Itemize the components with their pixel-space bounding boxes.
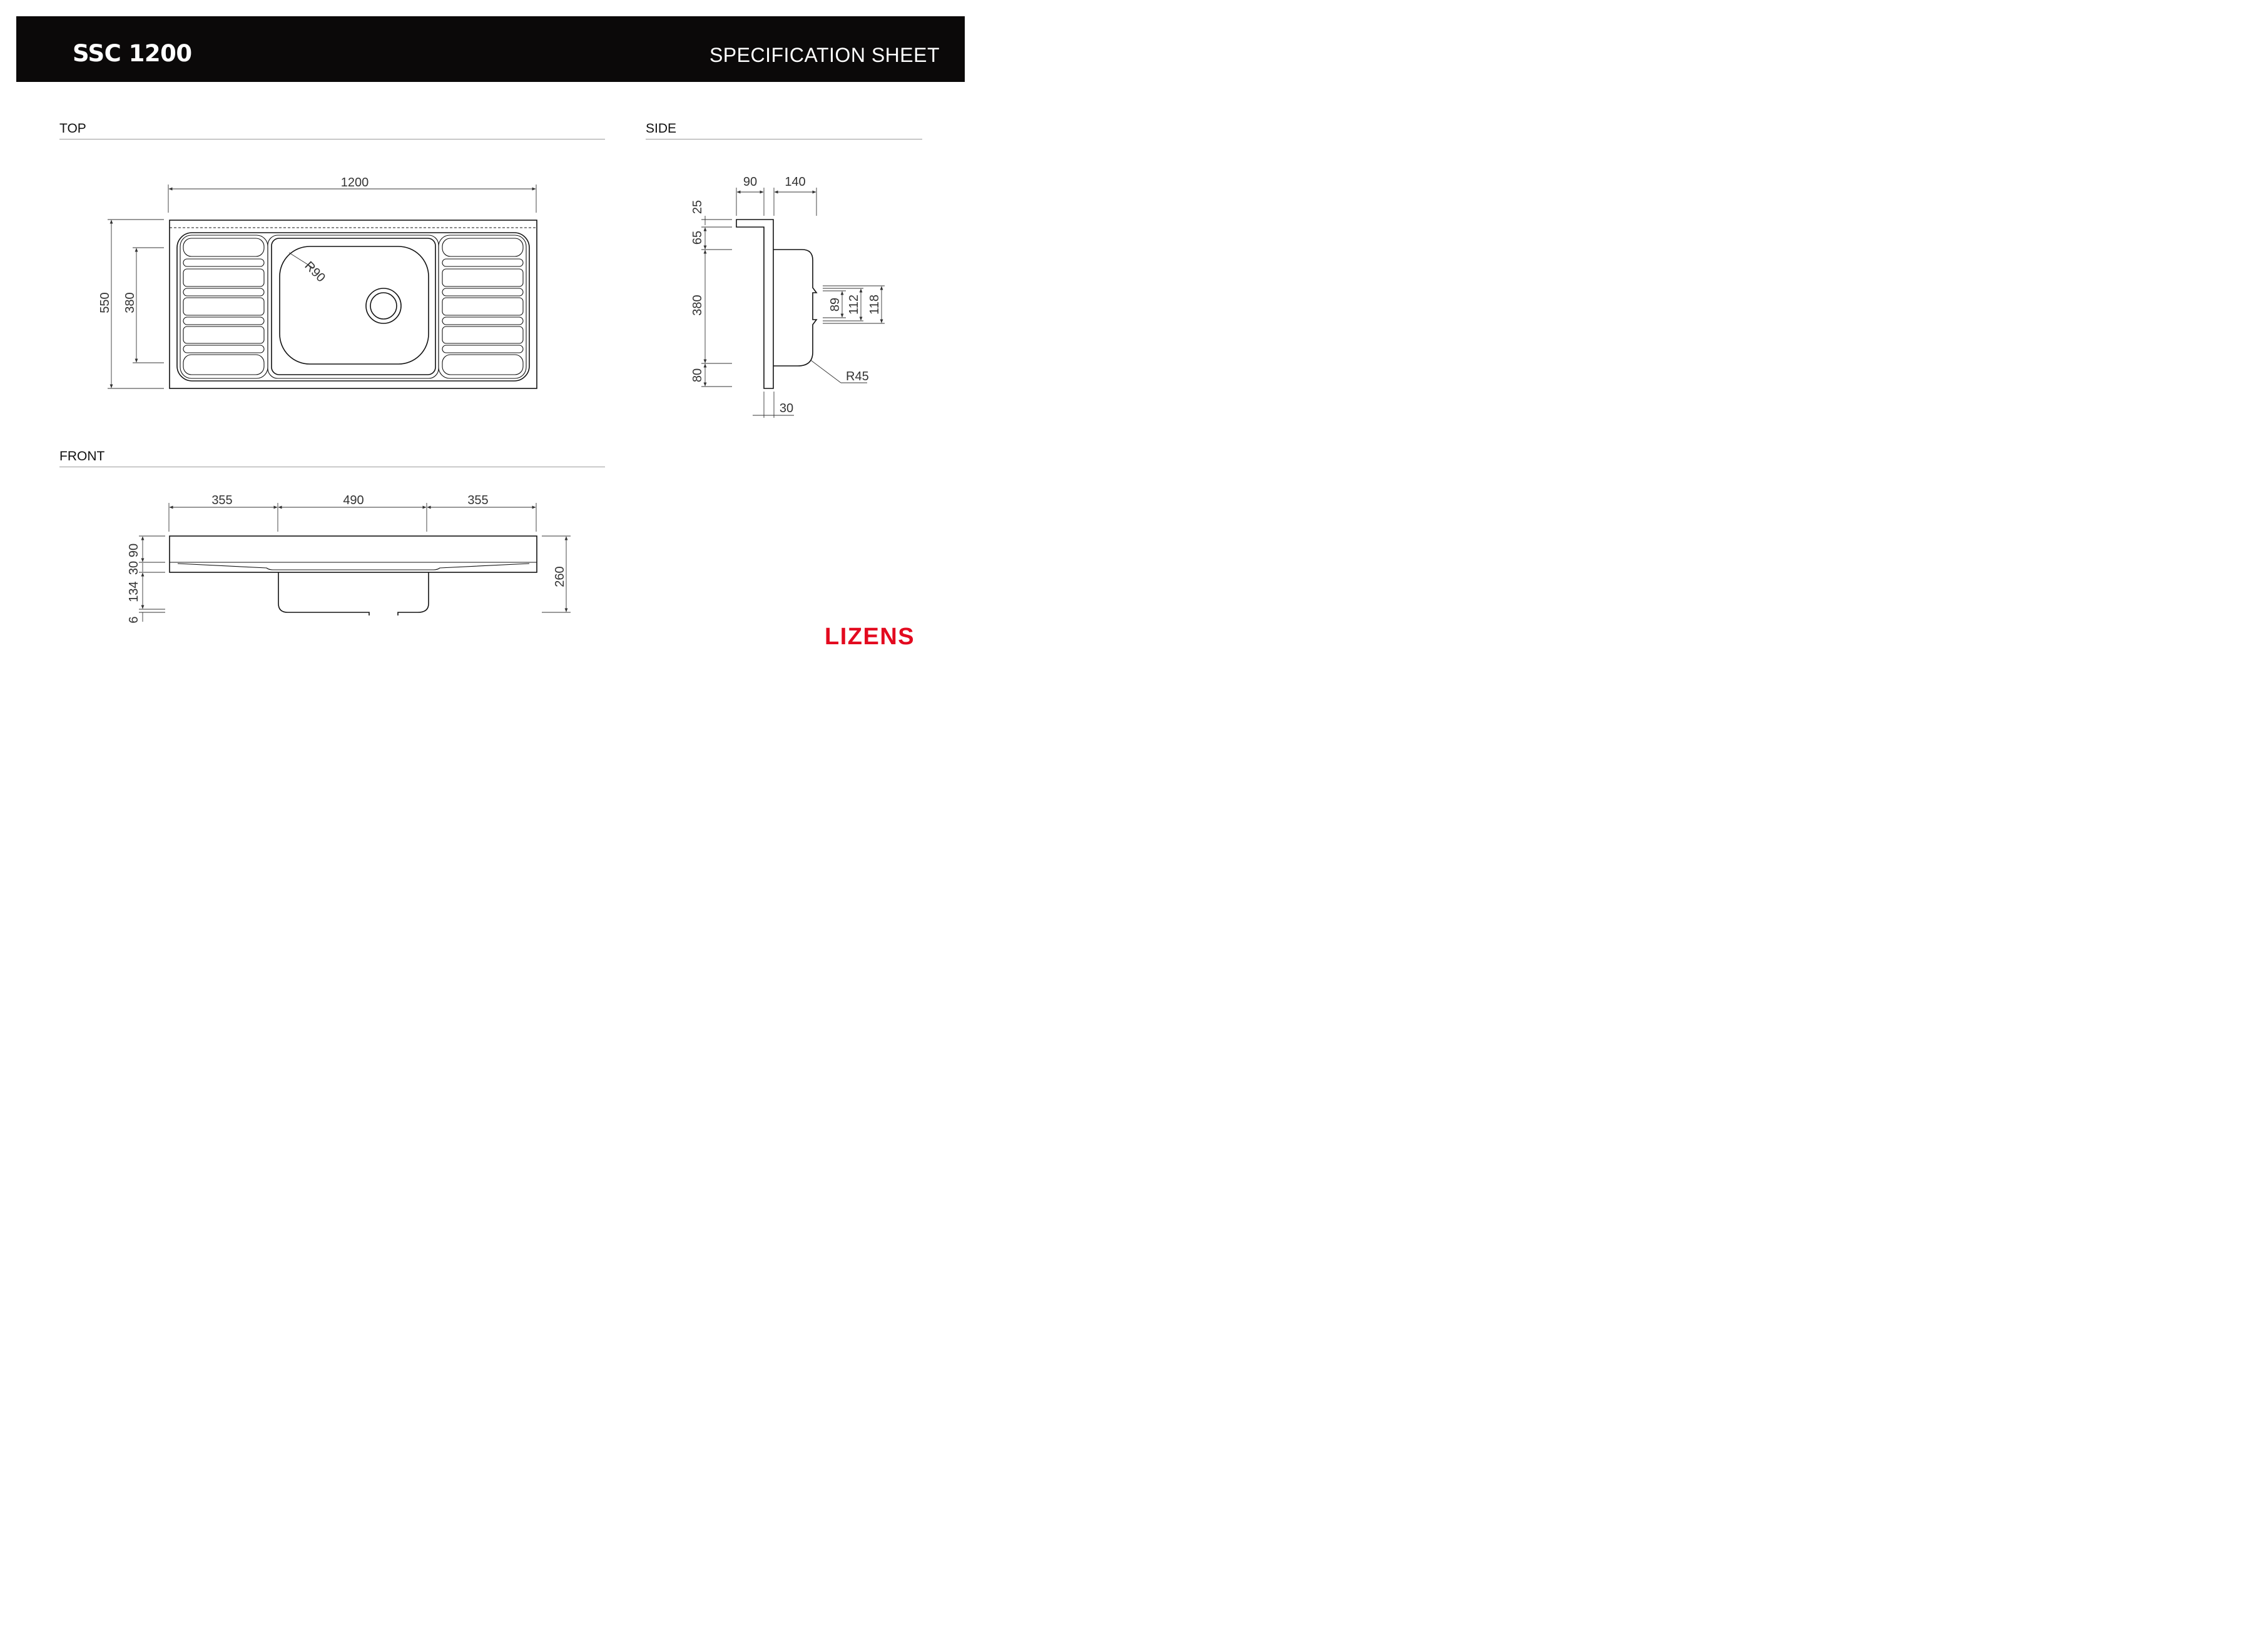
brand-logo: LIZENS [825, 624, 915, 650]
side-dimension-label: 90 [743, 175, 757, 189]
left-groove [183, 258, 265, 267]
side-dimension-label: 30 [780, 402, 793, 415]
right-drainer [438, 235, 527, 379]
side-view-drawing: 90 140 25 65 380 80 89 112 118 R45 [691, 175, 885, 418]
right-groove [442, 316, 524, 325]
left-groove [183, 268, 265, 287]
drain-hole-outer [365, 288, 402, 324]
right-groove [442, 345, 524, 353]
bowl-radius-label: R90 [302, 259, 328, 285]
right-groove [442, 258, 524, 267]
side-dimension-label: 89 [828, 298, 842, 311]
document-type: SPECIFICATION SHEET [709, 44, 940, 66]
width-dimension-label: 1200 [341, 176, 369, 190]
side-bowl-profile [773, 249, 818, 367]
inner-rim [176, 232, 530, 382]
left-groove [183, 297, 265, 316]
radius-leader [288, 252, 313, 268]
front-dimension-label: 6 [127, 616, 141, 623]
front-dimension-label: 490 [343, 494, 364, 507]
right-groove [442, 288, 524, 296]
section-title-top: TOP [59, 121, 86, 136]
side-radius-label: R45 [846, 370, 869, 383]
left-groove [183, 316, 265, 325]
left-groove [183, 288, 265, 296]
bowl-rim [271, 238, 436, 375]
header-bar: SSC 1200 SPECIFICATION SHEET [16, 16, 965, 82]
front-dimension-label: 30 [127, 561, 141, 575]
right-groove [442, 354, 524, 375]
side-dimension-label: 140 [785, 175, 805, 189]
side-dimension-label: 118 [868, 295, 882, 315]
side-dimension-label: 380 [691, 295, 704, 315]
right-groove [442, 268, 524, 287]
side-dimension-label: 80 [691, 368, 704, 382]
bowl-depth-dimension-label: 380 [123, 292, 137, 313]
section-title-side: SIDE [646, 121, 677, 136]
right-groove [442, 238, 524, 257]
left-groove [183, 238, 265, 257]
front-dimension-label: 355 [467, 494, 488, 507]
top-view-drawing: R90 1200 550 380 [98, 176, 537, 389]
front-dimension-label: 90 [127, 544, 141, 557]
radius-leader [810, 360, 842, 383]
side-dimension-label: 112 [847, 295, 861, 315]
left-groove [183, 354, 265, 375]
bowl-basin [279, 246, 429, 365]
side-profile-lip [736, 219, 774, 389]
front-view-drawing: 355 490 355 90 30 134 6 260 [127, 494, 571, 624]
front-total-height-label: 260 [553, 566, 567, 587]
right-groove [442, 297, 524, 316]
left-groove [183, 326, 265, 344]
section-title-front: FRONT [59, 449, 105, 463]
technical-drawing: R90 1200 550 380 [98, 175, 885, 624]
front-body-outline [169, 535, 537, 573]
model-title: SSC 1200 [73, 40, 192, 67]
side-dimension-label: 65 [691, 231, 704, 245]
side-dimension-label: 25 [691, 200, 704, 214]
sink-outline-top [169, 220, 537, 389]
front-dimension-label: 355 [211, 494, 232, 507]
front-dimension-label: 134 [127, 581, 141, 602]
drain-hole-inner [370, 292, 397, 320]
bowl-outer [267, 235, 439, 379]
depth-dimension-label: 550 [98, 292, 112, 313]
left-groove [183, 345, 265, 353]
front-bowl-profile [278, 572, 429, 615]
front-drainer-slope [177, 563, 530, 570]
right-groove [442, 326, 524, 344]
